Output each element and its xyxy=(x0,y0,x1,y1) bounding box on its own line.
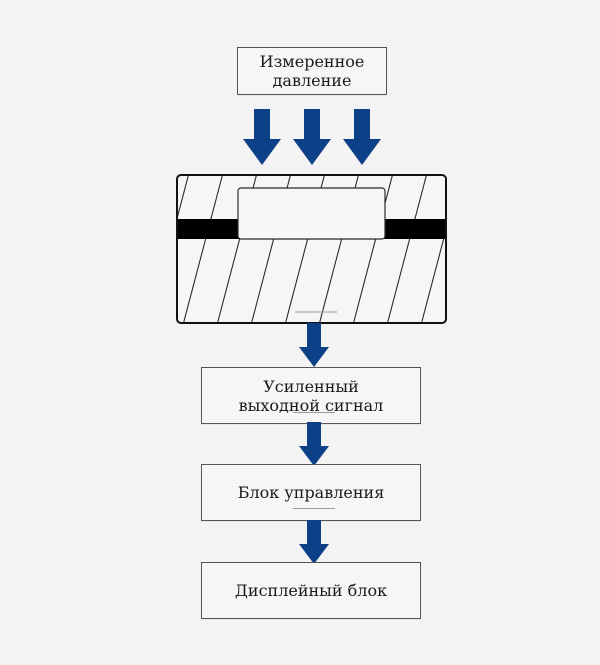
amplified-underline xyxy=(293,412,335,413)
sensor-cavity xyxy=(237,187,386,240)
pressure-arrow-center-icon xyxy=(293,109,331,165)
arrow-to-control-icon xyxy=(299,422,329,466)
arrow-to-display-icon xyxy=(299,520,329,564)
display-unit-label: Дисплейный блок xyxy=(234,581,388,600)
control-unit-label: Блок управления xyxy=(237,483,385,502)
amplified-signal-label: Усиленный выходной сигнал xyxy=(238,376,384,415)
sensor-block xyxy=(176,174,447,324)
pressure-arrow-right-icon xyxy=(343,109,381,165)
measured-pressure-label: Измеренное давление xyxy=(259,52,365,90)
arrow-to-amplified-icon xyxy=(299,323,329,367)
display-unit-box: Дисплейный блок xyxy=(201,562,421,619)
control-unit-box: Блок управления xyxy=(201,464,421,521)
amplified-signal-box: Усиленный выходной сигнал xyxy=(201,367,421,424)
measured-pressure-box: Измеренное давление xyxy=(237,47,387,95)
control-underline xyxy=(293,508,335,509)
pressure-arrow-left-icon xyxy=(243,109,281,165)
